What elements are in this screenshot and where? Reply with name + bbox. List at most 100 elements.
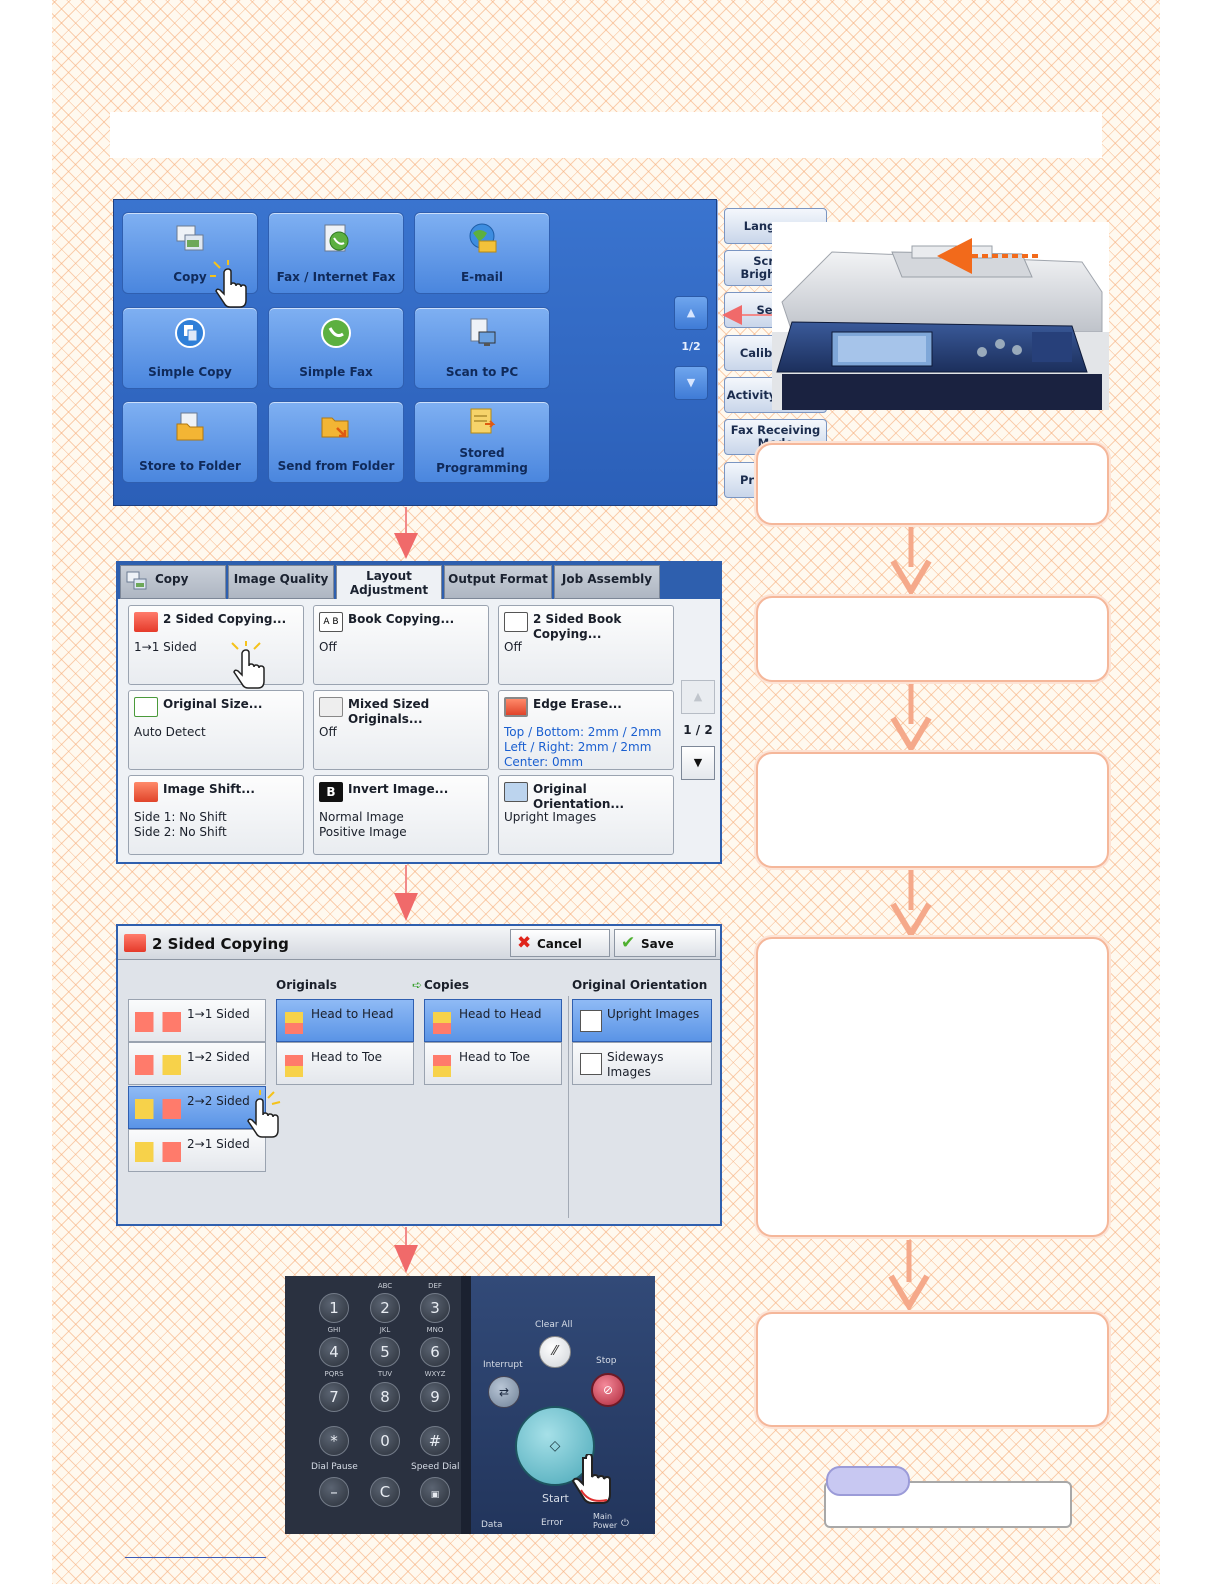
arrow-down-icon	[890, 684, 932, 752]
simple-copy-tile[interactable]: Simple Copy	[122, 307, 258, 389]
image-shift-card[interactable]: Image Shift... Side 1: No Shift Side 2: …	[128, 775, 304, 855]
step-box-3	[756, 752, 1109, 868]
simple-fax-tile[interactable]: Simple Fax	[268, 307, 404, 389]
stop-label: Stop	[596, 1356, 617, 1366]
edge-erase-card[interactable]: Edge Erase... Top / Bottom: 2mm / 2mm Le…	[498, 690, 674, 770]
send-folder-icon	[321, 417, 349, 438]
clear-icon: ⁄⁄	[552, 1344, 558, 1359]
layout-adjustment-screen: Copy Image Quality Layout Adjustment Out…	[116, 561, 722, 864]
mixed-sized-originals-card[interactable]: Mixed Sized Originals... Off	[313, 690, 489, 770]
control-panel-photo: 1 2 3 ABC DEF 4 5 6 GHI JKL MNO 7 8 9 PQ…	[285, 1276, 655, 1534]
book-copying-card[interactable]: A B Book Copying... Off	[313, 605, 489, 685]
two-sided-copying-card[interactable]: 2 Sided Copying... 1→1 Sided	[128, 605, 304, 685]
stored-programming-tile[interactable]: Stored Programming	[414, 401, 550, 483]
open-book-icon	[504, 612, 528, 632]
key-3[interactable]: 3	[420, 1293, 450, 1323]
tab-job-assembly[interactable]: Job Assembly	[554, 565, 660, 599]
stored-programming-icon	[470, 408, 496, 434]
send-from-folder-tile[interactable]: Send from Folder	[268, 401, 404, 483]
copy-tile[interactable]: Copy	[122, 212, 258, 294]
key-6[interactable]: 6	[420, 1337, 450, 1367]
invert-image-card[interactable]: B Invert Image... Normal Image Positive …	[313, 775, 489, 855]
scroll-down-button[interactable]: ▼	[681, 746, 715, 780]
email-icon	[469, 223, 497, 253]
key-7[interactable]: 7	[319, 1382, 349, 1412]
tab-layout-adjustment[interactable]: Layout Adjustment	[336, 565, 442, 603]
mode-1-2-sided[interactable]: 1→2 Sided	[128, 1042, 266, 1085]
interrupt-button[interactable]: ⇄	[488, 1376, 520, 1408]
clear-all-label: Clear All	[535, 1320, 573, 1330]
pointer-hand-icon	[247, 1090, 281, 1138]
stop-button[interactable]: ⊘	[591, 1373, 625, 1407]
note-badge	[826, 1466, 910, 1496]
page-indicator: 1 / 2	[683, 723, 713, 737]
store-to-folder-tile[interactable]: Store to Folder	[122, 401, 258, 483]
scroll-up-button[interactable]: ▲	[681, 680, 715, 714]
two-sided-book-copying-card[interactable]: 2 Sided Book Copying... Off	[498, 605, 674, 685]
arrow-right-icon: ➪	[412, 978, 423, 992]
triangle-down-icon: ▼	[686, 376, 696, 389]
mode-icon	[135, 1142, 181, 1162]
key-0[interactable]: 0	[370, 1426, 400, 1456]
dial-pause-label: Dial Pause	[311, 1462, 358, 1472]
mode-1-1-sided[interactable]: 1→1 Sided	[128, 999, 266, 1042]
mode-2-2-sided[interactable]: 2→2 Sided	[128, 1086, 266, 1129]
head-to-head-icon	[285, 1012, 303, 1034]
mode-2-1-sided[interactable]: 2→1 Sided	[128, 1129, 266, 1172]
originals-head-to-head[interactable]: Head to Head	[276, 999, 414, 1042]
head-to-toe-icon	[433, 1055, 451, 1077]
step-box-4	[756, 937, 1109, 1237]
scan-to-pc-tile[interactable]: Scan to PC	[414, 307, 550, 389]
key-star[interactable]: *	[319, 1426, 349, 1456]
scroll-up-button[interactable]: ▲	[674, 296, 708, 330]
upright-images-option[interactable]: Upright Images	[572, 999, 712, 1042]
originals-head-to-toe[interactable]: Head to Toe	[276, 1042, 414, 1085]
fax-internet-fax-tile[interactable]: Fax / Internet Fax	[268, 212, 404, 294]
arrow-down-icon	[890, 870, 932, 938]
dial-pause-button[interactable]: –	[319, 1477, 349, 1507]
orientation-icon	[504, 782, 528, 802]
arrow-down-icon	[394, 865, 418, 921]
key-hash[interactable]: #	[420, 1426, 450, 1456]
original-orientation-card[interactable]: Original Orientation... Upright Images	[498, 775, 674, 855]
arrow-down-icon	[394, 507, 418, 559]
save-button[interactable]: ✔ Save	[614, 929, 716, 957]
start-button[interactable]: ◇	[515, 1406, 595, 1486]
divider	[461, 1276, 471, 1534]
simple-copy-icon	[175, 318, 205, 348]
step-box-1	[756, 443, 1109, 525]
divider	[717, 200, 718, 505]
key-5[interactable]: 5	[370, 1337, 400, 1367]
copies-head-to-toe[interactable]: Head to Toe	[424, 1042, 562, 1085]
key-4[interactable]: 4	[319, 1337, 349, 1367]
two-sided-icon	[134, 612, 158, 632]
key-9[interactable]: 9	[420, 1382, 450, 1412]
stop-icon: ⊘	[602, 1383, 614, 1397]
triangle-up-icon: ▲	[686, 306, 696, 319]
speed-dial-button[interactable]: ▣	[420, 1477, 450, 1507]
tab-output-format[interactable]: Output Format	[444, 565, 552, 599]
copies-head-to-head[interactable]: Head to Head	[424, 999, 562, 1042]
original-size-card[interactable]: Original Size... Auto Detect	[128, 690, 304, 770]
tab-image-quality[interactable]: Image Quality	[228, 565, 334, 599]
clear-all-button[interactable]: ⁄⁄	[539, 1336, 571, 1368]
start-icon: ◇	[549, 1438, 561, 1454]
sideways-images-option[interactable]: Sideways Images	[572, 1042, 712, 1085]
cancel-button[interactable]: ✖ Cancel	[510, 929, 610, 957]
email-tile[interactable]: E-mail	[414, 212, 550, 294]
key-1[interactable]: 1	[319, 1293, 349, 1323]
head-to-toe-icon	[285, 1055, 303, 1077]
footnote-rule	[125, 1557, 266, 1558]
printer-photo	[772, 222, 1109, 410]
speed-dial-label: Speed Dial	[411, 1462, 460, 1472]
main-power-label: Main Power	[593, 1512, 618, 1530]
scroll-down-button[interactable]: ▼	[674, 366, 708, 400]
mode-icon	[135, 1055, 181, 1075]
triangle-up-icon: ▲	[693, 690, 703, 703]
key-8[interactable]: 8	[370, 1382, 400, 1412]
originals-header: Originals	[276, 978, 337, 992]
c-button[interactable]: C	[370, 1477, 400, 1507]
key-2[interactable]: 2	[370, 1293, 400, 1323]
step-box-2	[756, 596, 1109, 682]
